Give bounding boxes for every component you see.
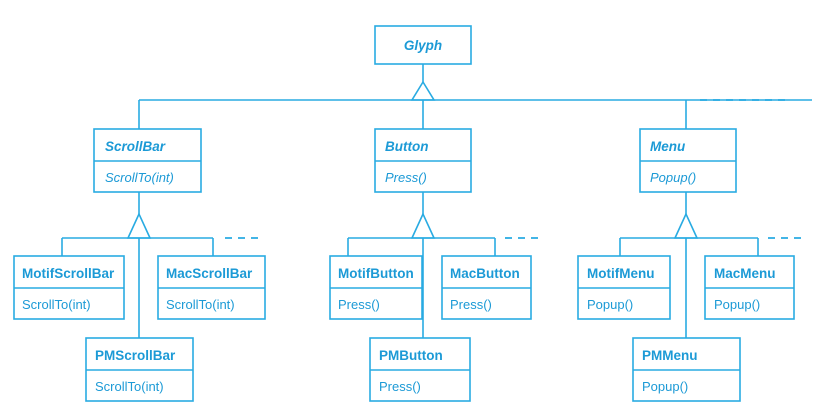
class-name-mac-menu: MacMenu [714,266,776,281]
class-box-button[interactable]: Button Press() [374,128,472,193]
class-box-menu[interactable]: Menu Popup() [639,128,737,193]
class-operation-pm-scrollbar: ScrollTo(int) [95,379,164,394]
class-box-mac-menu[interactable]: MacMenu Popup() [704,255,795,320]
inheritance-triangle-glyph [410,80,436,101]
class-operation-button: Press() [385,170,427,185]
class-box-pm-menu[interactable]: PMMenu Popup() [632,337,741,402]
class-name-pm-scrollbar: PMScrollBar [95,348,176,363]
class-operation-mac-menu: Popup() [714,297,760,312]
class-box-scrollbar[interactable]: ScrollBar ScrollTo(int) [93,128,202,193]
generalization-menu [619,192,805,338]
class-name-mac-scrollbar: MacScrollBar [166,266,253,281]
inheritance-triangle-button [410,212,436,239]
class-name-motif-button: MotifButton [338,266,414,281]
class-box-motif-menu[interactable]: MotifMenu Popup() [577,255,671,320]
class-name-glyph: Glyph [404,38,442,53]
class-operation-motif-button: Press() [338,297,380,312]
class-box-glyph-frame [374,25,472,65]
class-name-pm-menu: PMMenu [642,348,698,363]
class-operation-mac-button: Press() [450,297,492,312]
generalization-button [347,192,540,338]
class-box-mac-button[interactable]: MacButton Press() [441,255,532,320]
inheritance-triangle-scrollbar [126,212,152,239]
generalization-scrollbar [61,192,264,338]
class-name-motif-menu: MotifMenu [587,266,654,281]
class-operation-motif-scrollbar: ScrollTo(int) [22,297,91,312]
class-box-glyph[interactable]: Glyph [374,25,472,65]
class-name-motif-scrollbar: MotifScrollBar [22,266,115,281]
class-box-mac-scrollbar[interactable]: MacScrollBar ScrollTo(int) [157,255,266,320]
class-operation-mac-scrollbar: ScrollTo(int) [166,297,235,312]
class-operation-motif-menu: Popup() [587,297,633,312]
generalization-glyph [138,64,812,129]
class-box-pm-scrollbar[interactable]: PMScrollBar ScrollTo(int) [85,337,194,402]
class-name-mac-button: MacButton [450,266,520,281]
class-box-motif-button[interactable]: MotifButton Press() [329,255,423,320]
class-box-pm-button[interactable]: PMButton Press() [369,337,471,402]
inheritance-triangle-menu [673,212,699,239]
class-box-motif-scrollbar[interactable]: MotifScrollBar ScrollTo(int) [13,255,125,320]
class-operation-pm-button: Press() [379,379,421,394]
class-operation-pm-menu: Popup() [642,379,688,394]
class-name-pm-button: PMButton [379,348,443,363]
class-name-button: Button [385,139,428,154]
class-operation-scrollbar: ScrollTo(int) [105,170,174,185]
class-name-menu: Menu [650,139,686,154]
class-operation-menu: Popup() [650,170,696,185]
class-name-scrollbar: ScrollBar [105,139,166,154]
